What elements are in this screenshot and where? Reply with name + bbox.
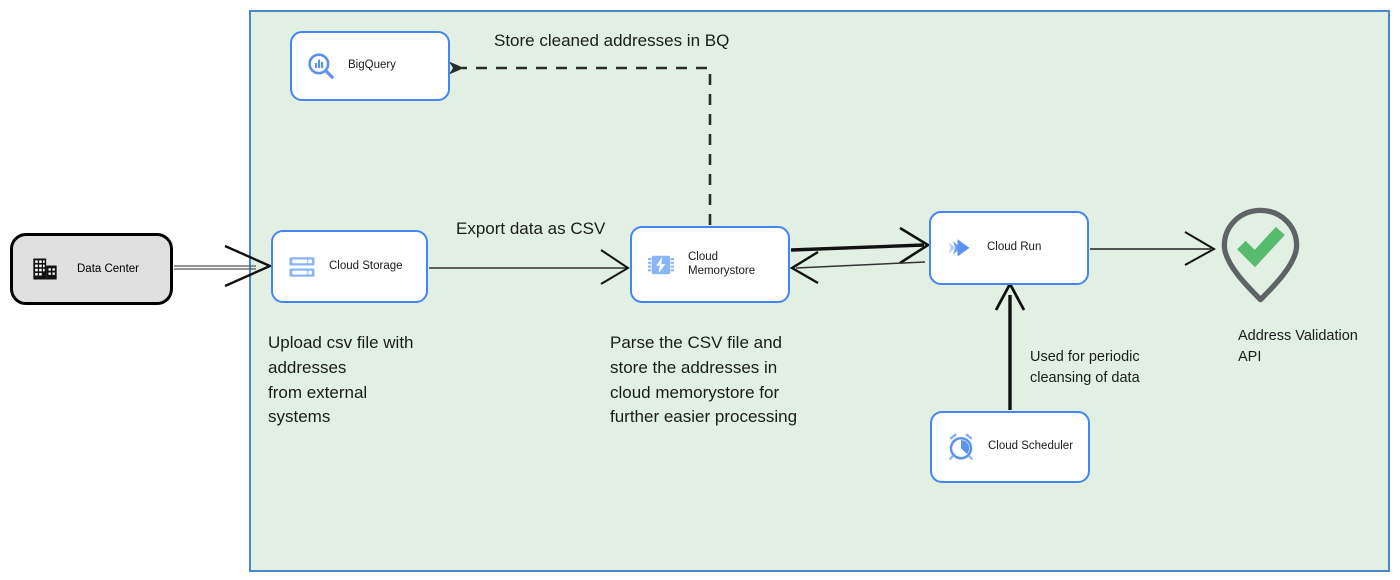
edge-label-export-csv: Export data as CSV (456, 219, 606, 238)
edge-label-periodic-cleansing: Used for periodic cleansing of data (1030, 349, 1140, 387)
map-pin-check-icon (1221, 207, 1300, 303)
cloud-run-icon (945, 233, 975, 263)
edge-memorystore-to-bigquery (449, 61, 712, 225)
edge-memorystore-to-cloudrun (789, 226, 931, 285)
cloud-boundary-container (249, 10, 1390, 572)
node-label: Data Center (77, 263, 140, 275)
node-label: BigQuery (348, 59, 396, 72)
node-label: Cloud Memorystore (688, 250, 756, 277)
node-cloud-run[interactable]: Cloud Run (929, 211, 1089, 285)
node-data-center[interactable]: Data Center (10, 233, 173, 305)
node-label: Cloud Run (987, 241, 1042, 254)
node-cloud-scheduler[interactable]: Cloud Scheduler (930, 411, 1090, 483)
edge-label-store-in-bq: Store cleaned addresses in BQ (494, 31, 730, 50)
caption-upload-csv: Upload csv file with addresses from exte… (268, 333, 414, 427)
node-bigquery[interactable]: BigQuery (290, 31, 450, 101)
node-label: Cloud Storage (329, 259, 403, 272)
cloud-memorystore-icon (646, 250, 676, 280)
cloud-storage-icon (287, 252, 317, 282)
node-cloud-storage[interactable]: Cloud Storage (271, 230, 428, 303)
bigquery-icon (306, 51, 336, 81)
cloud-scheduler-icon (946, 432, 976, 462)
office-building-icon (31, 255, 59, 283)
edge-datacenter-to-storage (174, 244, 273, 288)
edge-cloudrun-to-addressapi (1090, 231, 1217, 266)
node-cloud-memorystore[interactable]: Cloud Memorystore (630, 226, 790, 303)
node-label: Cloud Scheduler (988, 440, 1074, 453)
node-label-address-validation-api: Address Validation API (1238, 328, 1358, 366)
caption-parse-csv: Parse the CSV file and store the address… (610, 333, 798, 427)
node-address-validation-api[interactable] (1218, 205, 1303, 305)
edge-storage-to-memorystore (429, 249, 630, 285)
